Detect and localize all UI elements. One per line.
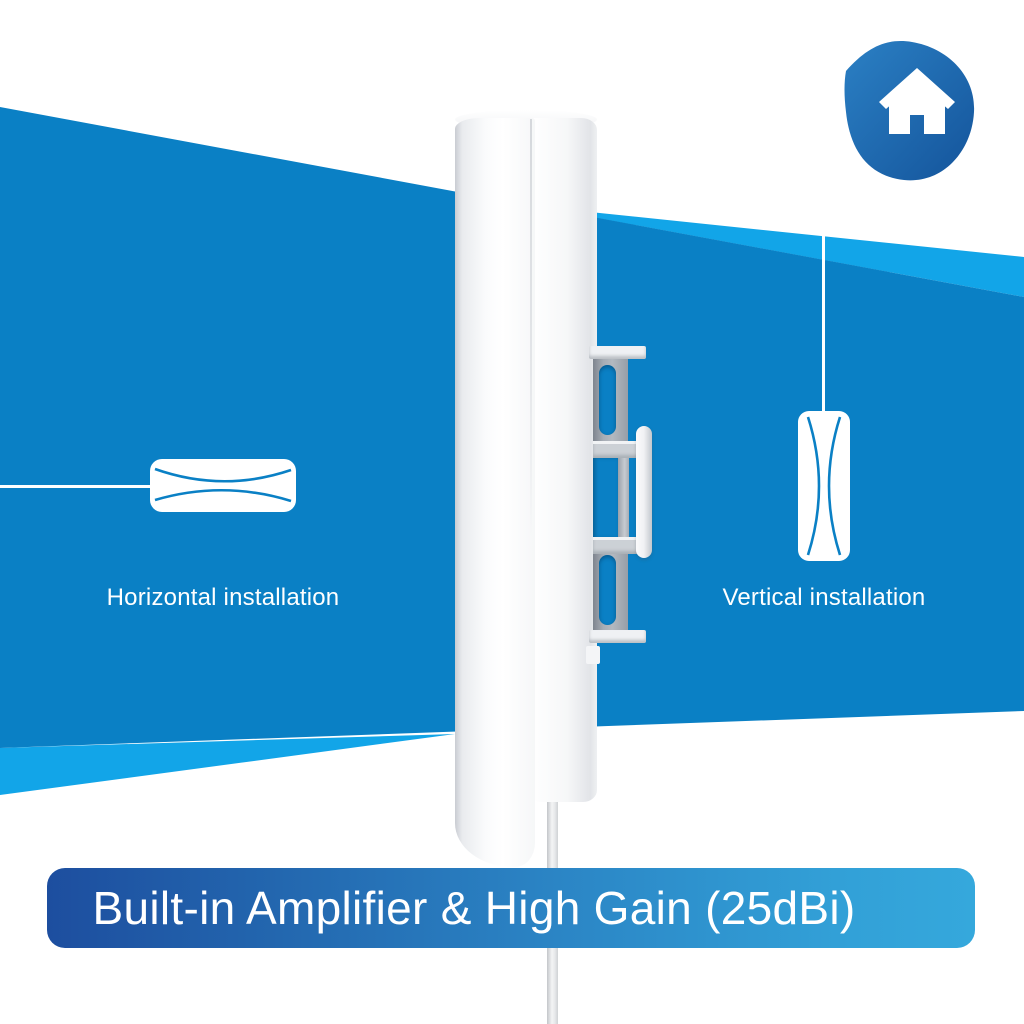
vertical-connector-line (822, 236, 825, 413)
vertical-installation-label: Vertical installation (722, 584, 926, 611)
bracket-slot-bottom (599, 555, 616, 625)
device-edge-tab (586, 646, 600, 664)
home-badge (840, 38, 985, 188)
horizontal-device-icon (150, 459, 296, 512)
device-seam-line (530, 119, 532, 539)
vertical-device-icon (798, 411, 850, 561)
bracket-flange-bottom (589, 630, 646, 643)
bracket-rear-bar (636, 426, 652, 558)
device-back-shell (531, 118, 597, 802)
feature-banner-text: Built-in Amplifier & High Gain (25dBi) (92, 882, 856, 934)
bracket-crossbar-lower (593, 537, 640, 554)
horizontal-connector-line (0, 485, 150, 488)
device-front-shell (455, 118, 535, 867)
bracket-slot-top (599, 365, 616, 435)
bracket-strut (618, 455, 629, 537)
feature-banner: Built-in Amplifier & High Gain (25dBi) (47, 868, 975, 948)
horizontal-installation-label: Horizontal installation (106, 584, 340, 611)
bracket-open-middle (593, 455, 618, 537)
home-icon (879, 68, 955, 134)
light-blue-wedge-bottom (0, 734, 455, 795)
bracket-crossbar-upper (593, 441, 640, 458)
bracket-flange-top (589, 346, 646, 359)
